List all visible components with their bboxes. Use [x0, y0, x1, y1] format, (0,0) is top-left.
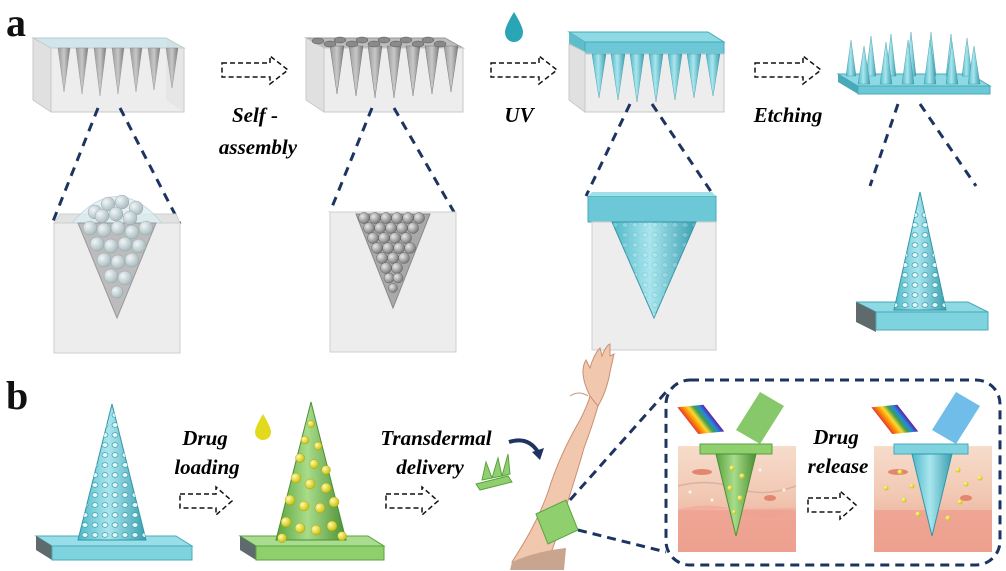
- label-uv: UV: [504, 103, 535, 127]
- self-assembled-mold: [304, 36, 465, 113]
- arrow-etching: [754, 54, 823, 86]
- label-self-assembly-2: assembly: [219, 135, 298, 159]
- yellow-droplet-icon: [255, 414, 271, 440]
- arrow-self-assembly: [221, 54, 290, 86]
- zoom-cone-cured: [587, 192, 717, 351]
- label-drug-loading-1: Drug: [181, 426, 228, 450]
- curved-arrow-icon: [508, 438, 540, 454]
- skin-before-release: [677, 392, 797, 552]
- arrow-drug-loading: [179, 485, 234, 517]
- arm-illustration: [510, 343, 615, 570]
- label-transdermal-2: delivery: [396, 455, 464, 479]
- arrow-drug-release: [807, 489, 858, 521]
- cyan-droplet-icon: [505, 12, 523, 42]
- label-self-assembly-1: Self -: [232, 103, 278, 127]
- curved-arrow-head: [532, 448, 544, 460]
- drug-loaded-needle: [238, 401, 386, 561]
- zoom-porous-needle: [855, 191, 989, 332]
- label-transdermal-1: Transdermal: [380, 426, 491, 450]
- uv-cured-mold: [567, 31, 726, 113]
- label-drug-release-2: release: [808, 454, 869, 478]
- zoom-cone-assembled: [329, 211, 457, 353]
- label-drug-loading-2: loading: [174, 455, 239, 479]
- arrow-transdermal: [385, 485, 440, 517]
- panel-letter-a: a: [6, 0, 26, 45]
- mold-with-suspension: [31, 37, 186, 113]
- label-etching: Etching: [753, 103, 823, 127]
- porous-needle-b: [34, 403, 194, 561]
- zoom-lines: [50, 103, 978, 225]
- patch-icon: [475, 453, 513, 491]
- panel-letter-b: b: [6, 373, 28, 418]
- arrow-uv: [490, 54, 559, 86]
- skin-after-release: [871, 392, 992, 552]
- callout-connectors: [568, 391, 668, 554]
- microneedle-array: [836, 31, 992, 95]
- panel-b: Drug loading Transdermal delivery: [34, 343, 1002, 570]
- label-drug-release-1: Drug: [812, 425, 859, 449]
- zoom-cone-suspension: [53, 194, 181, 354]
- drug-release-callout: [664, 378, 1002, 567]
- panel-a: Self - assembly UV: [31, 12, 992, 354]
